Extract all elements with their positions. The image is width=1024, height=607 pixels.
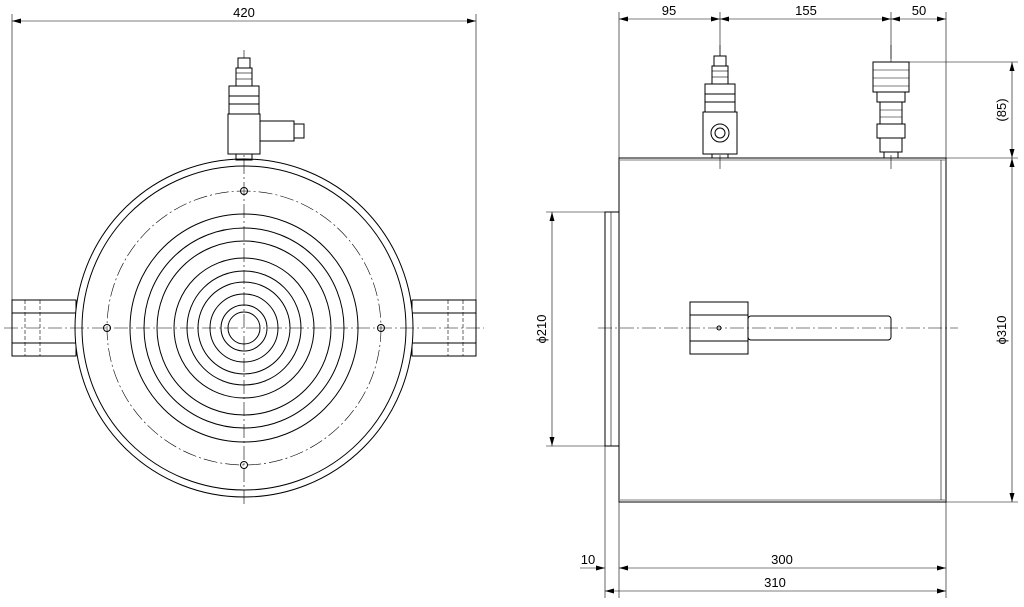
dim-plunger-diameter: ϕ210	[534, 211, 605, 447]
dim-10-label: 10	[581, 552, 595, 567]
dim-overall-width: 420	[11, 5, 477, 300]
dim-85-label: (85)	[994, 98, 1009, 121]
dim-50-label: 50	[912, 3, 926, 18]
dim-300-label: 300	[771, 552, 793, 567]
dim-310-length-label: 310	[764, 575, 786, 590]
dim-155-label: 155	[795, 3, 817, 18]
dim-310-dia-label: ϕ310	[994, 316, 1009, 345]
dim-bottom-chain: 300 10 310	[580, 446, 947, 598]
dim-420-label: 420	[233, 5, 255, 20]
dim-top-chain: 95 155 50	[618, 3, 947, 158]
side-quick-fitting	[872, 61, 910, 159]
dim-body-diameter: ϕ310	[946, 158, 1018, 503]
front-view: 420	[4, 5, 484, 505]
dim-fitting-height: (85)	[909, 61, 1018, 159]
side-coupler-fitting	[702, 55, 738, 159]
side-view: 95 155 50 (85) ϕ210 ϕ310	[534, 3, 1018, 598]
dim-210-label: ϕ210	[534, 315, 549, 344]
plunger	[604, 211, 620, 447]
dim-95-label: 95	[662, 3, 676, 18]
front-coupler-fitting	[227, 57, 305, 161]
